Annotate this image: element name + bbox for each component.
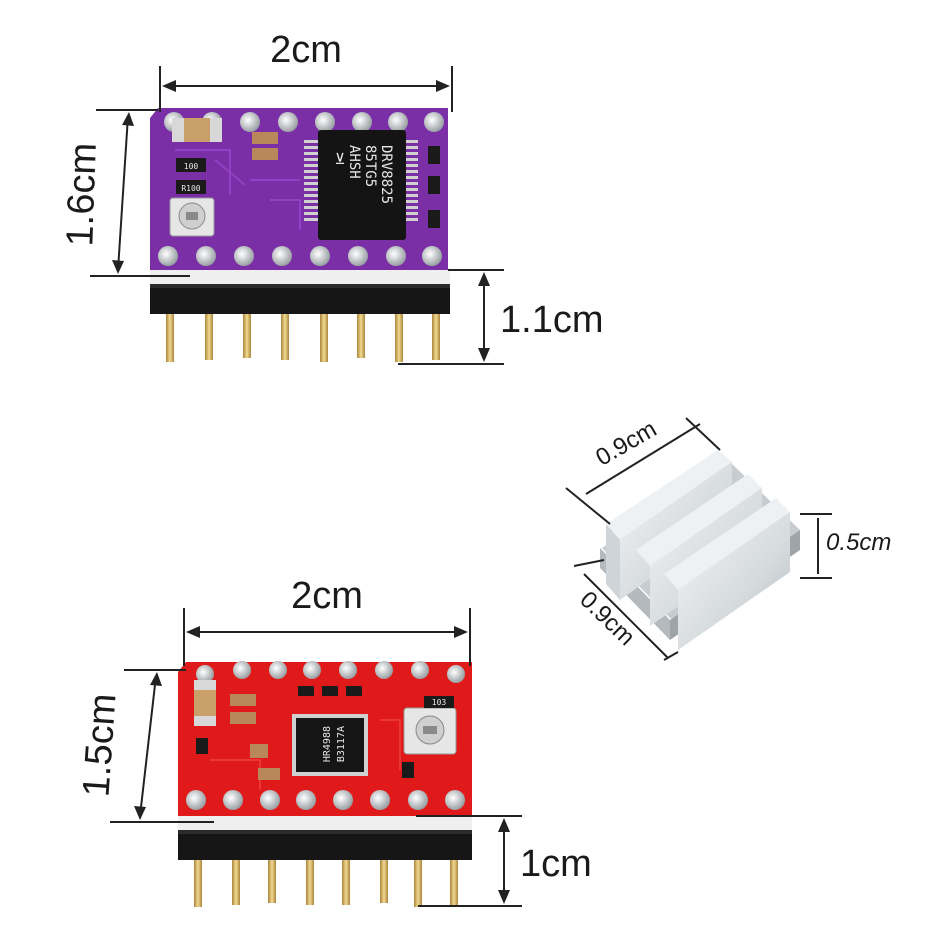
red-height-label: 1.5cm xyxy=(75,692,124,798)
purple-height-label: 1.6cm xyxy=(59,142,105,247)
purple-board-capacitor xyxy=(172,118,222,142)
svg-text:R100: R100 xyxy=(181,184,200,193)
svg-text:103: 103 xyxy=(432,698,447,707)
red-board-bottom-pads xyxy=(186,790,465,810)
svg-text:AHSH: AHSH xyxy=(346,145,362,179)
svg-text:100: 100 xyxy=(184,162,199,171)
svg-text:DRV8825: DRV8825 xyxy=(378,145,394,204)
svg-text:HR4988: HR4988 xyxy=(322,726,333,762)
svg-text:⊻: ⊻ xyxy=(335,150,346,168)
purple-board-resistor-1: 100 xyxy=(176,158,206,172)
red-board-potentiometer: 103 xyxy=(403,696,457,755)
purple-pin-label: 1.1cm xyxy=(500,299,603,341)
purple-width-label: 2cm xyxy=(270,29,342,71)
red-board-top-pads xyxy=(196,661,465,683)
red-board-pins xyxy=(194,855,458,907)
red-width-label: 2cm xyxy=(291,575,363,617)
heatsink xyxy=(600,450,800,650)
heatsink-height-label: 0.5cm xyxy=(826,529,891,556)
heatsink-fins xyxy=(606,450,790,650)
purple-board-resistor-2: R100 xyxy=(176,180,206,194)
purple-height-dimension: 1.6cm xyxy=(59,109,190,277)
purple-board-bottom-pads xyxy=(158,246,442,266)
purple-board-pins xyxy=(166,310,440,362)
red-pin-label: 1cm xyxy=(520,843,592,885)
purple-board-potentiometer xyxy=(169,197,215,237)
red-pin-dimension: 1cm xyxy=(416,815,592,907)
red-board-driver-chip: HR4988 B3117A xyxy=(292,714,368,776)
heatsink-height-dimension: 0.5cm xyxy=(800,513,891,579)
purple-driver-board: 100 R100 xyxy=(150,108,450,362)
heatsink-width-label: 0.9cm xyxy=(591,415,661,471)
svg-text:B3117A: B3117A xyxy=(336,726,347,762)
svg-text:85TG5: 85TG5 xyxy=(362,145,378,187)
purple-pin-dimension: 1.1cm xyxy=(398,269,603,365)
red-driver-board: HR4988 B3117A 103 xyxy=(178,661,472,907)
purple-board-resistor-3 xyxy=(428,146,440,228)
red-width-dimension: 2cm xyxy=(183,575,471,666)
purple-board-driver-chip: DRV8825 85TG5 AHSH ⊻ xyxy=(318,130,406,240)
purple-width-dimension: 2cm xyxy=(159,29,453,112)
red-board-capacitor xyxy=(194,680,216,726)
purple-board-chip-pins xyxy=(304,140,418,221)
red-height-dimension: 1.5cm xyxy=(75,669,214,823)
